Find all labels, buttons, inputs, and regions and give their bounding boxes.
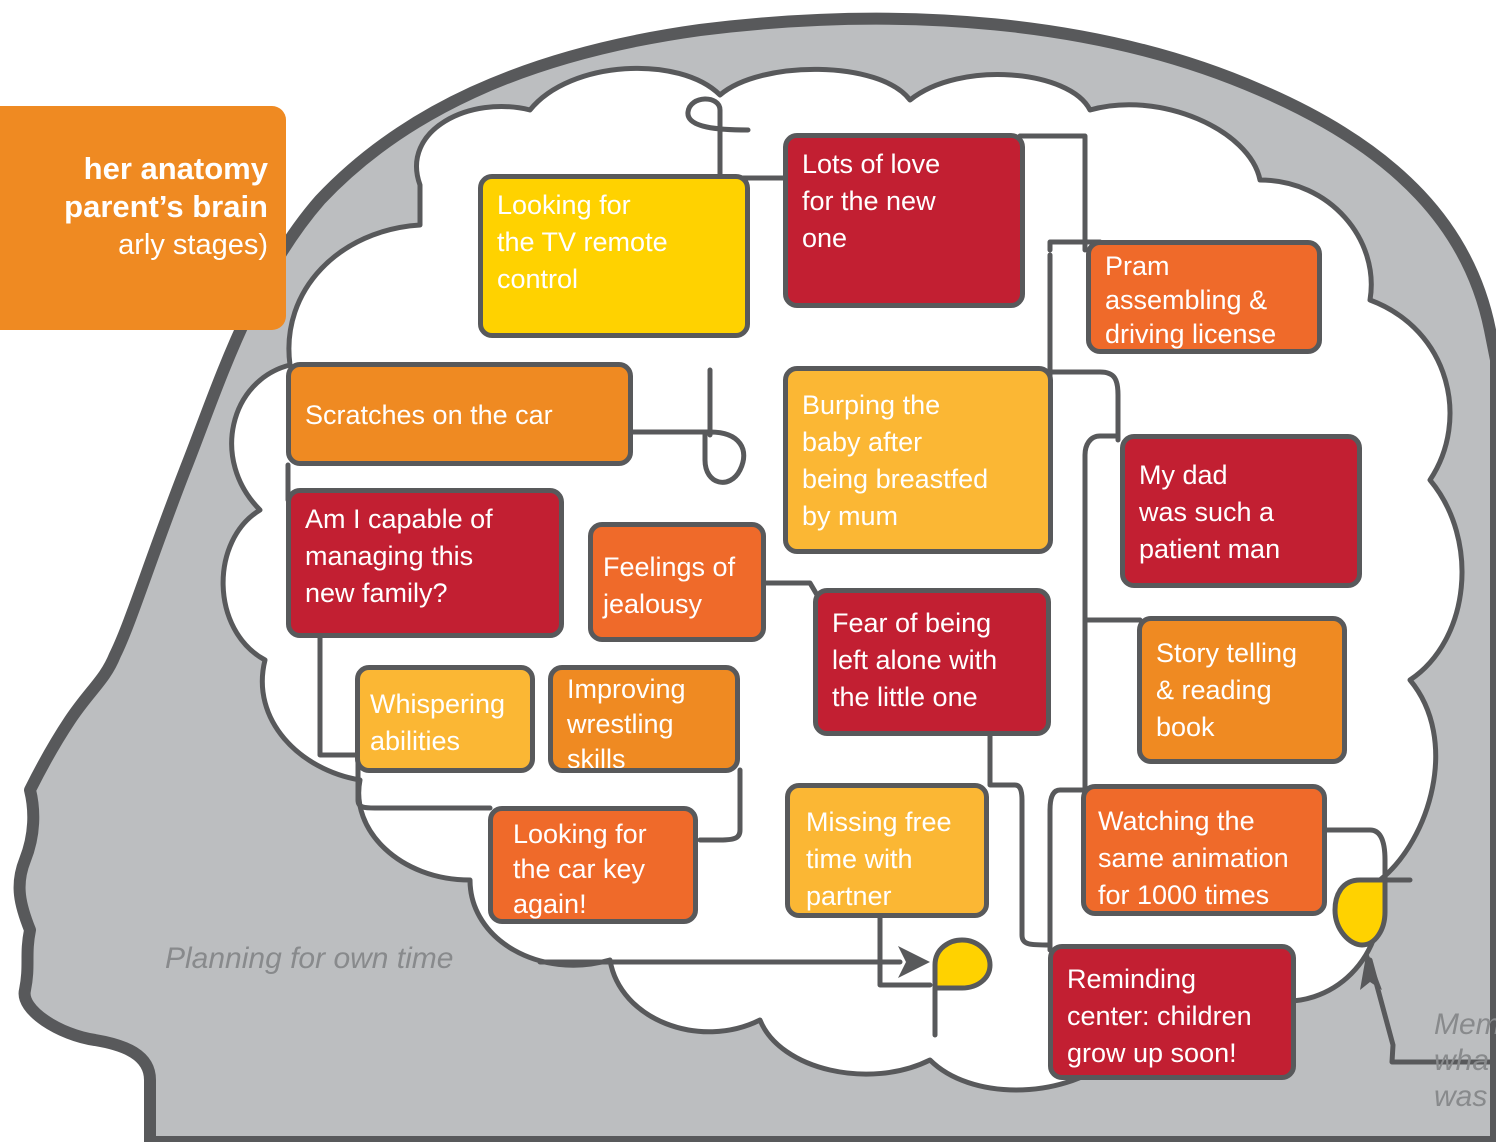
node-love-text: Lots of love for the new one [802,149,941,253]
title-card: her anatomy parent’s brain arly stages) [0,106,286,330]
caption-memory: Mem wha was [1434,1007,1496,1115]
node-car-key-text: Looking for the car key again! [513,819,647,919]
node-fear: Fear of being left alone with the little… [813,588,1051,736]
node-story-text: Story telling & reading book [1156,638,1298,742]
memory-drop-recall [1332,877,1388,948]
arrowhead-memory [1360,950,1382,990]
node-reminding: Reminding center: children grow up soon! [1048,944,1296,1080]
node-whispering: Whispering abilities [355,665,535,773]
node-pram: Pram assembling & driving license [1086,240,1322,354]
node-fear-text: Fear of being left alone with the little… [832,608,998,712]
node-burping: Burping the baby after being breastfed b… [783,366,1053,554]
caption-memory-line-2: wha [1434,1044,1490,1077]
node-tv-remote-text: Looking for the TV remote control [497,190,668,294]
node-story: Story telling & reading book [1137,616,1347,764]
caption-planning-text: Planning for own time [165,942,454,975]
node-animation: Watching the same animation for 1000 tim… [1081,784,1327,916]
node-tv-remote: Looking for the TV remote control [478,174,750,338]
caption-planning: Planning for own time [165,942,454,976]
node-jealousy: Feelings of jealousy [588,522,766,642]
node-burping-text: Burping the baby after being breastfed b… [802,390,989,531]
node-wrestling-text: Improving wrestling skills [567,674,686,773]
node-animation-text: Watching the same animation for 1000 tim… [1098,806,1289,910]
arrowhead-planning [898,946,930,978]
node-free-time-text: Missing free time with partner [806,807,952,911]
title-line-1: her anatomy [83,151,268,186]
node-scratches: Scratches on the car [286,362,633,466]
node-dad-text: My dad was such a patient man [1139,460,1281,564]
title-line-2: parent’s brain [64,189,268,224]
node-car-key: Looking for the car key again! [488,806,698,924]
node-reminding-text: Reminding center: children grow up soon! [1067,964,1252,1068]
node-pram-text: Pram assembling & driving license [1105,251,1277,349]
node-dad: My dad was such a patient man [1120,434,1362,588]
caption-memory-line-1: Mem [1434,1008,1496,1041]
node-capable-text: Am I capable of managing this new family… [305,504,493,608]
node-jealousy-text: Feelings of jealousy [603,552,736,619]
caption-memory-line-3: was [1434,1080,1488,1113]
node-scratches-text: Scratches on the car [305,400,553,430]
node-whispering-text: Whispering abilities [370,689,506,756]
title-line-3: arly stages) [118,229,268,261]
node-capable: Am I capable of managing this new family… [286,488,564,638]
memory-drop-planning [932,937,993,991]
node-wrestling: Improving wrestling skills [548,665,740,773]
node-free-time: Missing free time with partner [785,783,989,918]
node-love: Lots of love for the new one [783,133,1025,308]
